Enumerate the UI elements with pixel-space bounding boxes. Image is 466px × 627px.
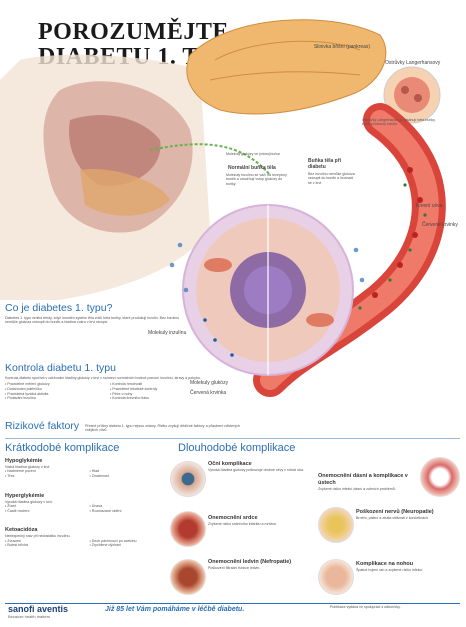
what-is-section: Co je diabetes 1. typu? Diabetes 1. typu… xyxy=(5,302,185,325)
list-item: Zrychlené dýchání xyxy=(90,543,171,548)
footer-slogan: Již 85 let Vám pomáháme v léčbě diabetu. xyxy=(105,606,245,613)
long-item: Komplikace na nohou Špatné hojení ran a … xyxy=(356,561,460,572)
islets-description: Ostrůvky Langerhansovy obsahují beta buň… xyxy=(362,118,436,127)
short-item: Ketoacidóza Nebezpečný stav při nedostat… xyxy=(5,527,170,548)
short-term-heading: Krátkodobé komplikace xyxy=(5,442,120,454)
mouth-image xyxy=(420,457,460,497)
what-is-heading: Co je diabetes 1. typu? xyxy=(5,302,113,314)
long-item-text: Špatné hojení ran a zvýšené riziko infek… xyxy=(356,568,424,572)
list-item: Pravidelná fyzická aktivita xyxy=(5,392,100,397)
long-item-text: Poškození filtrační funkce ledvin. xyxy=(208,566,261,570)
eye-image xyxy=(170,461,206,497)
label-islets: Ostrůvky Langerhansovy xyxy=(385,60,441,66)
list-item: Pravidelné lékařské kontroly xyxy=(110,387,205,392)
label-normal-cell-sub: Molekuly glukózy ve (mimo)buňce xyxy=(226,152,281,156)
title-line-1: POROZUMĚJTE xyxy=(38,19,229,45)
list-item: Pravidelné měření glukózy xyxy=(5,382,100,387)
long-item-text: Brnění, pálení a ztráta citlivosti v kon… xyxy=(356,516,429,520)
flow-arrow xyxy=(149,143,271,176)
foot-image xyxy=(318,559,354,595)
stomach xyxy=(69,115,161,186)
footer-small-print: Publikace vydána ve spolupráci s odborní… xyxy=(330,605,401,609)
list-item: Bolest břicha xyxy=(5,543,86,548)
long-item-head: Onemocnění ledvin (Nefropatie) xyxy=(208,559,292,565)
list-item: Kontrola hmotnosti xyxy=(110,382,205,387)
long-item: Onemocnění srdce Zvýšené riziko srdečníh… xyxy=(208,515,308,526)
short-item: Hyperglykémie Vysoká hladina glukózy v k… xyxy=(5,493,170,514)
nerve-image xyxy=(318,507,354,543)
risk-heading: Rizikové faktory xyxy=(5,420,80,432)
list-item: Zvracení xyxy=(5,539,86,544)
control-section: Kontrola diabetu 1. typu Kontrola diabet… xyxy=(5,362,210,401)
long-item-text: Zvýšené riziko infekcí dásní a zubních p… xyxy=(318,487,396,491)
long-item: Oční komplikace Vysoká hladina glukózy p… xyxy=(208,461,308,472)
list-item: Rozmazané vidění xyxy=(90,509,171,514)
list-item: Třes xyxy=(5,474,86,479)
label-blood-vessel: Krevní céva xyxy=(416,203,443,209)
short-item-head: Ketoacidóza xyxy=(5,527,38,534)
short-term-section: Krátkodobé komplikace Hypoglykémie Nízká… xyxy=(5,442,170,548)
long-term-grid: Oční komplikace Vysoká hladina glukózy p… xyxy=(170,455,462,605)
list-item: Únava xyxy=(90,504,171,509)
short-item-head: Hypoglykémie xyxy=(5,458,43,464)
list-item: Zmatenost xyxy=(90,474,171,479)
long-item-head: Komplikace na nohou xyxy=(356,561,414,567)
list-item: Dodržování jídelníčku xyxy=(5,387,100,392)
label-cell-diabetes: Buňka těla při diabetu xyxy=(308,158,342,170)
long-item-text: Zvýšené riziko srdečního infarktu a mrtv… xyxy=(208,522,278,526)
list-item: Dech páchnoucí po acetonu xyxy=(90,539,171,544)
control-text: Kontrola diabetu spočívá v udržování hla… xyxy=(5,376,201,380)
long-item: Onemocnění dásní a komplikace v ústech Z… xyxy=(318,473,418,491)
label-pancreas: Slinivka břišní (pankreas) xyxy=(313,44,371,50)
heart-image xyxy=(170,511,206,547)
risk-section: Rizikové faktory Přesné příčiny diabetu … xyxy=(5,420,245,432)
kidney-image xyxy=(170,559,206,595)
long-item: Onemocnění ledvin (Nefropatie) Poškození… xyxy=(208,559,308,570)
diabetes-cell-description: Bez inzulínu nemůže glukóza vstoupit do … xyxy=(308,172,355,185)
long-item-head: Onemocnění srdce xyxy=(208,515,258,521)
label-glucose: Molekuly glukózy xyxy=(190,380,229,386)
long-item-text: Vysoká hladina glukózy poškozuje drobné … xyxy=(208,468,304,472)
label-red-cells: Červené krvinky xyxy=(422,222,458,228)
short-item-text: Vysoká hladina glukózy v krvi. xyxy=(5,499,53,504)
pancreas xyxy=(186,19,387,115)
control-bullets-right: Kontrola hmotnosti Pravidelné lékařské k… xyxy=(110,382,205,400)
normal-cell-description: Molekuly inzulínu se váží na receptory b… xyxy=(226,173,287,186)
brand-logo: sanofi aventis Because health matters xyxy=(8,604,68,619)
label-normal-cell: Normální buňka těla xyxy=(228,165,276,171)
long-item: Poškození nervů (Neuropatie) Brnění, pál… xyxy=(356,509,460,520)
control-bullets-left: Pravidelné měření glukózy Dodržování jíd… xyxy=(5,382,100,400)
mitochondria xyxy=(204,258,232,272)
long-term-heading: Dlouhodobé komplikace xyxy=(178,442,296,454)
list-item: Žízeň xyxy=(5,504,86,509)
divider xyxy=(5,438,460,439)
control-heading: Kontrola diabetu 1. typu xyxy=(5,362,116,374)
short-item-text: Nízká hladina glukózy v krvi. xyxy=(5,465,51,469)
short-item-head: Hyperglykémie xyxy=(5,492,45,499)
label-insulin: Molekuly inzulínu xyxy=(148,330,187,336)
brand-sub: Because health matters xyxy=(8,614,51,619)
insulin-molecules xyxy=(203,318,234,357)
list-item: Časté močení xyxy=(5,509,86,514)
brand-name: sanofi aventis xyxy=(8,604,69,614)
long-item-head: Oční komplikace xyxy=(208,461,252,467)
list-item: Nadměrné pocení xyxy=(5,469,86,474)
small-pancreas xyxy=(80,169,170,216)
label-red-cell: Červená krvinka xyxy=(190,390,227,396)
what-is-text: Diabetes 1. typu vzniká tehdy, když imun… xyxy=(5,316,180,325)
long-item-head: Onemocnění dásní a komplikace v ústech xyxy=(318,473,408,486)
list-item: Hlad xyxy=(90,469,171,474)
short-item: Hypoglykémie Nízká hladina glukózy v krv… xyxy=(5,458,170,479)
short-item-text: Nebezpečný stav při nedostatku inzulínu. xyxy=(5,534,71,539)
footer-divider xyxy=(5,603,460,604)
list-item: Kontrola krevního tlaku xyxy=(110,396,205,401)
long-item-head: Poškození nervů (Neuropatie) xyxy=(356,509,434,515)
list-item: Péče o nohy xyxy=(110,392,205,397)
list-item: Podávání inzulínu xyxy=(5,396,100,401)
risk-text: Přesné příčiny diabetu 1. typu nejsou zn… xyxy=(85,424,240,433)
anatomy-illustration xyxy=(0,19,446,397)
